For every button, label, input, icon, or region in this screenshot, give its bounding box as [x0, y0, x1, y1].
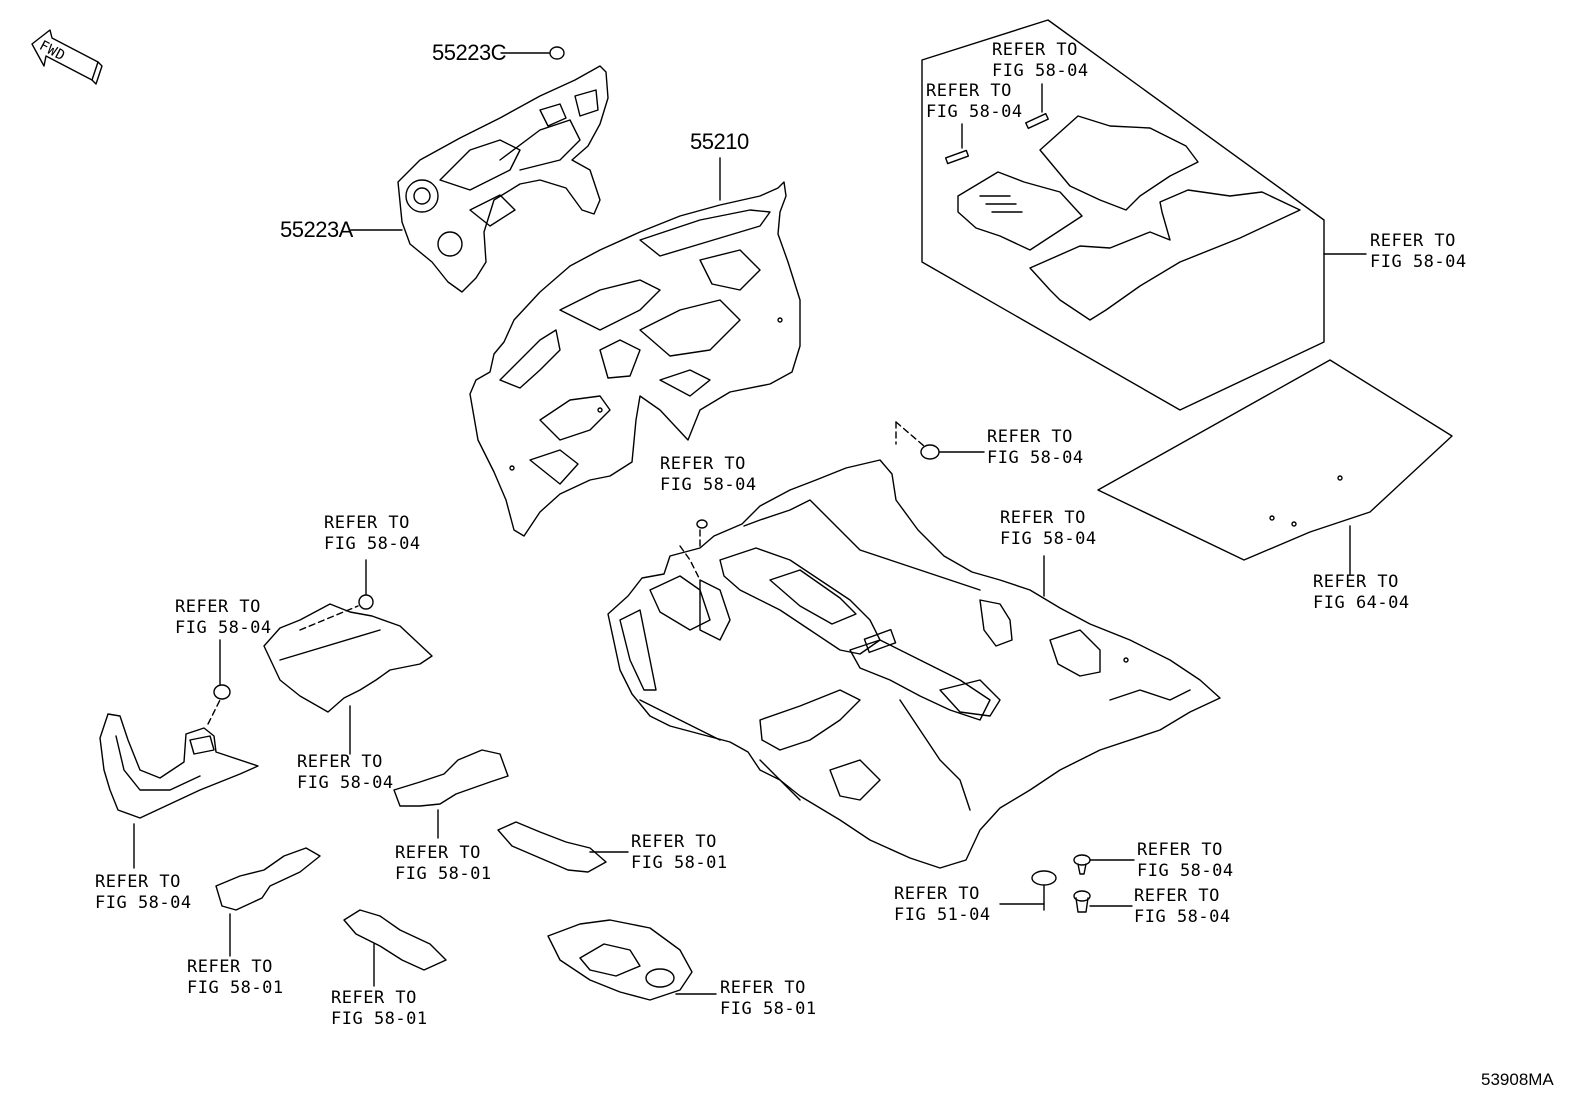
- callout-text: FIG 58-04: [297, 773, 394, 793]
- callout-text: FIG 58-04: [660, 475, 757, 495]
- callout-text: FIG 58-04: [1134, 907, 1231, 927]
- callout-text: REFER TO: [987, 427, 1073, 447]
- dash-panel-silencer-55210: [469, 157, 801, 537]
- callout-text: FIG 64-04: [1313, 593, 1410, 613]
- part-number-55223C: 55223C: [432, 40, 507, 65]
- callout-text: FIG 58-01: [720, 999, 817, 1019]
- clip-upper: [1073, 854, 1135, 875]
- callout-text: FIG 51-04: [894, 905, 991, 925]
- fwd-arrow-icon: [31, 29, 103, 85]
- dash-silencer-55223A: [350, 65, 609, 293]
- callout-text: FIG 58-04: [175, 618, 272, 638]
- callout-text: REFER TO: [1313, 572, 1399, 592]
- callout-text: FIG 58-04: [1370, 252, 1467, 272]
- callout-text: REFER TO: [894, 884, 980, 904]
- callout-text: FIG 58-01: [331, 1009, 428, 1029]
- callout-text: REFER TO: [95, 872, 181, 892]
- callout-text: REFER TO: [631, 832, 717, 852]
- pad-left-upper: [263, 559, 433, 755]
- pad-left-lower: [99, 639, 259, 869]
- callout-text: FIG 58-01: [631, 853, 728, 873]
- plug-hole: [999, 870, 1057, 911]
- callout-text: REFER TO: [187, 957, 273, 977]
- silencer-strip-c: [215, 847, 321, 957]
- clip-lower: [1073, 890, 1133, 913]
- callout-text: REFER TO: [926, 81, 1012, 101]
- silencer-strip-d: [343, 909, 447, 987]
- floor-carpet: [607, 459, 1221, 869]
- callout-text: REFER TO: [660, 454, 746, 474]
- callout-text: REFER TO: [720, 978, 806, 998]
- callout-text: REFER TO: [395, 843, 481, 863]
- grommet-right: [895, 421, 985, 460]
- callout-text: FIG 58-04: [1000, 529, 1097, 549]
- callout-text: REFER TO: [331, 988, 417, 1008]
- part-number-55223A: 55223A: [280, 217, 353, 242]
- callout-text: REFER TO: [175, 597, 261, 617]
- part-number-55210: 55210: [690, 129, 749, 154]
- callout-text: FIG 58-04: [992, 61, 1089, 81]
- callout-text: REFER TO: [1137, 840, 1223, 860]
- luggage-mat: [1097, 359, 1453, 575]
- callout-text: FIG 58-01: [395, 864, 492, 884]
- callout-text: FIG 58-04: [324, 534, 421, 554]
- clip-55223C: [500, 46, 565, 60]
- callout-text: FIG 58-04: [1137, 861, 1234, 881]
- silencer-strip-e: [547, 919, 717, 1001]
- callout-text: REFER TO: [1134, 886, 1220, 906]
- callout-text: FIG 58-04: [95, 893, 192, 913]
- callout-text: FIG 58-04: [926, 102, 1023, 122]
- callout-text: FIG 58-01: [187, 978, 284, 998]
- callout-text: REFER TO: [992, 40, 1078, 60]
- callout-text: REFER TO: [324, 513, 410, 533]
- floor-mat-set: [921, 19, 1367, 411]
- diagram-code: 53908MA: [1481, 1070, 1554, 1089]
- callout-text: REFER TO: [1000, 508, 1086, 528]
- callout-text: REFER TO: [1370, 231, 1456, 251]
- callout-text: FIG 58-04: [987, 448, 1084, 468]
- silencer-strip-b: [497, 821, 629, 873]
- silencer-strip-a: [393, 749, 509, 839]
- callout-text: REFER TO: [297, 752, 383, 772]
